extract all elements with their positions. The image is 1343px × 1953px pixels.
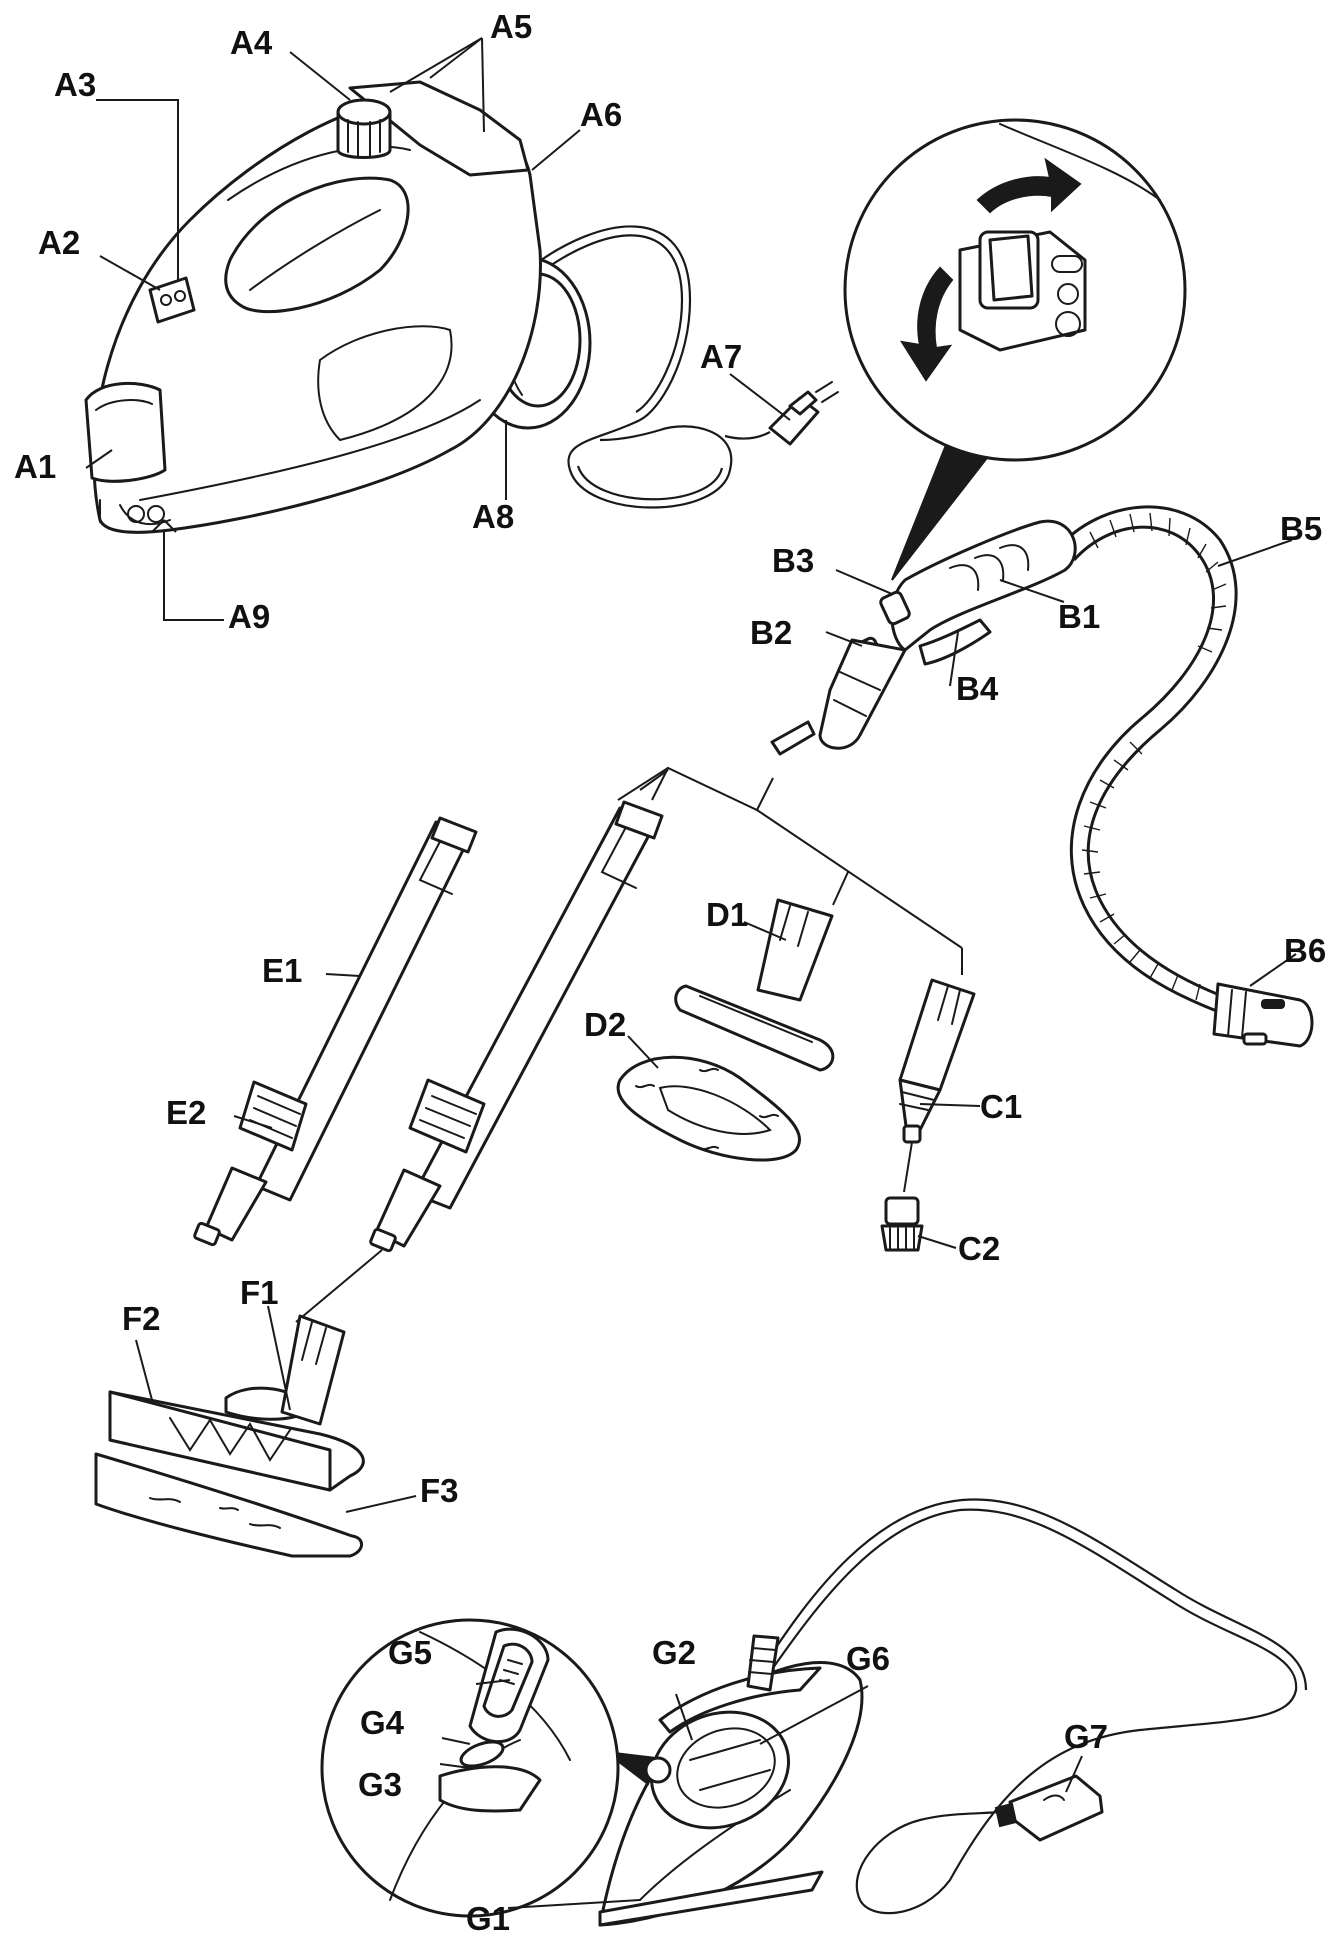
label-a5: A5 xyxy=(490,8,533,45)
label-d1: D1 xyxy=(706,896,749,933)
label-e2: E2 xyxy=(166,1094,207,1131)
label-a8: A8 xyxy=(472,498,515,535)
label-c2: C2 xyxy=(958,1230,1001,1267)
label-a1: A1 xyxy=(14,448,57,485)
label-a2: A2 xyxy=(38,224,81,261)
label-g4: G4 xyxy=(360,1704,405,1741)
terry-cloth-cover xyxy=(616,1055,801,1162)
connection-lines xyxy=(617,766,963,975)
leader-lines xyxy=(85,37,1297,1909)
label-f1: F1 xyxy=(240,1274,279,1311)
label-a9: A9 xyxy=(228,598,271,635)
label-b1: B1 xyxy=(1058,598,1101,635)
iron-plug xyxy=(994,1774,1104,1842)
label-b5: B5 xyxy=(1280,510,1323,547)
label-g3: G3 xyxy=(358,1766,403,1803)
label-b2: B2 xyxy=(750,614,793,651)
extension-tube-left xyxy=(193,816,478,1247)
steam-gun xyxy=(770,413,1077,756)
label-c1: C1 xyxy=(980,1088,1023,1125)
switch-detail-magnifier xyxy=(843,118,1187,462)
floor-nozzle xyxy=(94,1314,365,1558)
round-brush xyxy=(880,1196,924,1252)
accessory-storage xyxy=(84,381,167,483)
steam-cleaner-unit xyxy=(84,80,839,534)
label-f2: F2 xyxy=(122,1300,161,1337)
label-d2: D2 xyxy=(584,1006,627,1043)
label-b4: B4 xyxy=(956,670,999,707)
label-e1: E1 xyxy=(262,952,303,989)
label-g2: G2 xyxy=(652,1634,697,1671)
filler-cap xyxy=(336,98,392,159)
label-g1: G1 xyxy=(466,1900,511,1937)
label-f3: F3 xyxy=(420,1472,459,1509)
extension-tube-right xyxy=(295,800,664,1323)
label-a4: A4 xyxy=(230,24,273,61)
hose-ribs xyxy=(1081,512,1227,1009)
power-plug xyxy=(724,381,839,446)
label-g7: G7 xyxy=(1064,1718,1109,1755)
steam-gun-and-hose xyxy=(770,118,1314,1048)
steam-iron xyxy=(598,1498,1308,1927)
label-g5: G5 xyxy=(388,1634,433,1671)
hand-nozzle xyxy=(674,898,835,1072)
label-b6: B6 xyxy=(1284,932,1327,969)
detail-nozzle xyxy=(898,978,976,1193)
label-a7: A7 xyxy=(700,338,743,375)
label-g6: G6 xyxy=(846,1640,891,1677)
label-a3: A3 xyxy=(54,66,97,103)
indicator-lamps xyxy=(148,276,196,324)
label-a6: A6 xyxy=(580,96,623,133)
hose-plug xyxy=(1212,982,1314,1048)
label-b3: B3 xyxy=(772,542,815,579)
